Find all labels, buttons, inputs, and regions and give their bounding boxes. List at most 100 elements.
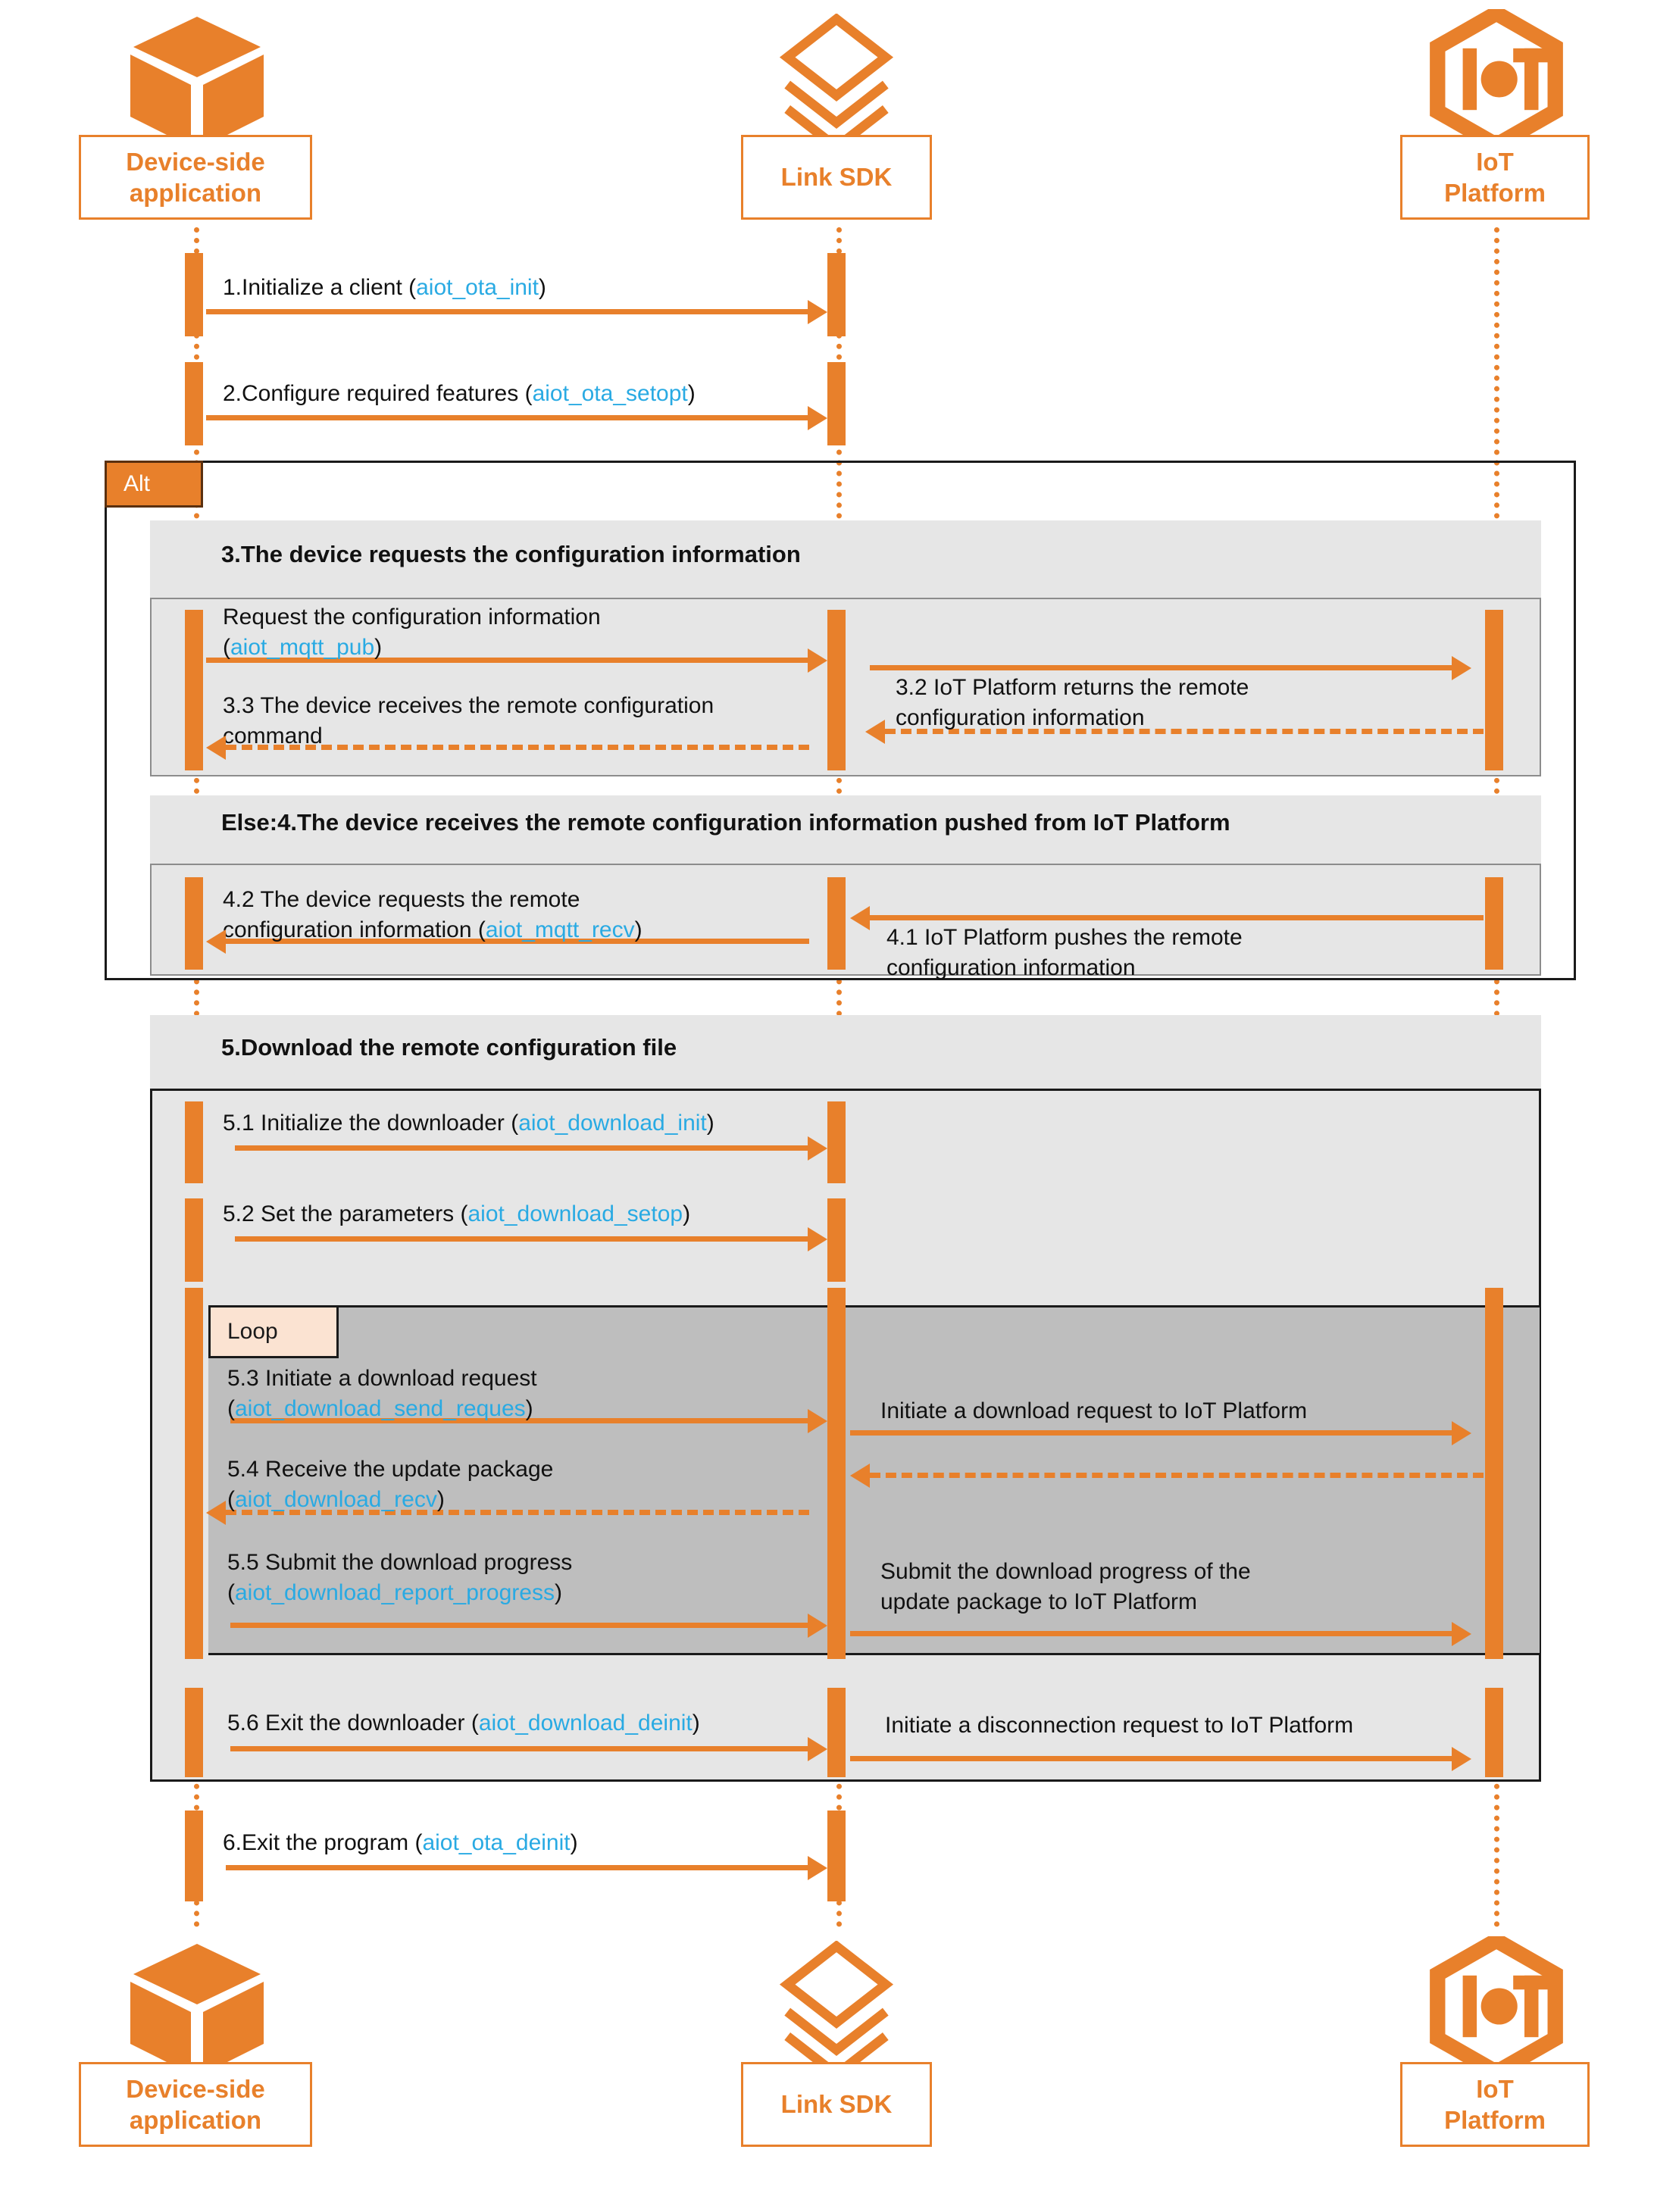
- loop-fragment-label: Loop: [227, 1319, 278, 1344]
- message-5-6-right-arrow: [850, 1756, 1453, 1761]
- iot-hexagon-icon-bottom: [1424, 1931, 1568, 2082]
- message-3-2-line2: configuration information: [896, 705, 1145, 730]
- message-3-1-line1: Request the configuration information: [223, 605, 601, 630]
- cube-icon-bottom: [121, 1941, 273, 2077]
- section-5-title: 5.Download the remote configuration file: [221, 1034, 677, 1061]
- message-5-1-arrowhead: [808, 1136, 827, 1161]
- activation-sdk-5-2: [827, 1198, 846, 1282]
- message-3-2-label: 3.2 IoT Platform returns the remote conf…: [896, 673, 1249, 733]
- message-6-arrowhead: [808, 1856, 827, 1880]
- message-5-4-line1: 5.4 Receive the update package: [227, 1457, 554, 1482]
- message-3-3-label: 3.3 The device receives the remote confi…: [223, 691, 714, 751]
- activation-sdk-loop: [827, 1288, 846, 1659]
- message-5-2-prefix: 5.2 Set the parameters (: [223, 1201, 468, 1226]
- activation-sdk-5-1: [827, 1101, 846, 1183]
- message-4-1-line1: 4.1 IoT Platform pushes the remote: [886, 925, 1243, 950]
- message-3-1-prefix: (: [223, 634, 230, 660]
- message-5-6-right-label: Initiate a disconnection request to IoT …: [885, 1713, 1354, 1738]
- loop-fragment-panel: [208, 1305, 1540, 1655]
- activation-device-5-1: [185, 1101, 203, 1183]
- message-5-4-suffix: ): [436, 1486, 445, 1512]
- activation-device-3: [185, 610, 203, 770]
- message-5-2-arrow: [235, 1236, 809, 1242]
- actor-sdk-label-top: Link SDK: [780, 163, 893, 192]
- message-3-3-line1: 3.3 The device receives the remote confi…: [223, 693, 714, 718]
- activation-platform-5-6: [1485, 1688, 1503, 1777]
- message-5-3-right-arrow: [850, 1430, 1453, 1436]
- message-5-3-right-label: Initiate a download request to IoT Platf…: [880, 1398, 1308, 1423]
- activation-device-2: [185, 362, 203, 445]
- message-3-2-line1: 3.2 IoT Platform returns the remote: [896, 675, 1249, 700]
- alt-fragment-frame: [105, 461, 1576, 980]
- message-5-5-right-line1: Submit the download progress of the: [880, 1559, 1251, 1584]
- message-5-6-label: 5.6 Exit the downloader (aiot_download_d…: [227, 1708, 700, 1739]
- actor-sdk-bottom[interactable]: Link SDK: [741, 2062, 932, 2147]
- message-6-arrow: [226, 1865, 809, 1870]
- message-5-4-label: 5.4 Receive the update package (aiot_dow…: [227, 1454, 553, 1514]
- message-5-5-right-arrow: [850, 1631, 1453, 1636]
- message-6-prefix: 6.Exit the program (: [223, 1830, 423, 1855]
- message-5-3-suffix: ): [525, 1395, 533, 1421]
- message-5-4-arrowhead: [206, 1501, 226, 1525]
- activation-device-6: [185, 1811, 203, 1901]
- message-5-3-arrowhead: [808, 1409, 827, 1433]
- activation-platform-3: [1485, 610, 1503, 770]
- message-5-6-right-arrowhead: [1452, 1747, 1471, 1771]
- message-5-5-right-line2: update package to IoT Platform: [880, 1589, 1198, 1614]
- message-4-1-line2: configuration information: [886, 954, 1136, 980]
- message-5-1-label: 5.1 Initialize the downloader (aiot_down…: [223, 1108, 714, 1139]
- activation-platform-loop: [1485, 1288, 1503, 1659]
- message-2-arrow: [206, 415, 809, 420]
- layers-icon-bottom: [768, 1940, 905, 2081]
- message-2-suffix: ): [687, 381, 696, 406]
- message-2-label: 2.Configure required features (aiot_ota_…: [223, 379, 696, 409]
- message-2-prefix: 2.Configure required features (: [223, 381, 533, 406]
- message-2-arrowhead: [808, 406, 827, 430]
- activation-sdk-1: [827, 253, 846, 336]
- message-5-5-line1: 5.5 Submit the download progress: [227, 1550, 573, 1575]
- actor-sdk-top[interactable]: Link SDK: [741, 135, 932, 220]
- message-5-6-function: aiot_download_deinit: [478, 1711, 693, 1736]
- message-4-2-line1: 4.2 The device requests the remote: [223, 887, 580, 912]
- message-5-1-prefix: 5.1 Initialize the downloader (: [223, 1111, 519, 1136]
- message-3-3-arrowhead: [206, 736, 226, 760]
- message-5-1-suffix: ): [706, 1111, 714, 1136]
- message-4-1-arrow: [870, 915, 1484, 920]
- message-6-function: aiot_ota_deinit: [422, 1830, 571, 1855]
- activation-sdk-4: [827, 877, 846, 970]
- alt-branch-2-header: [150, 795, 1541, 865]
- activation-sdk-5-6: [827, 1688, 846, 1777]
- message-4-2-suffix: ): [634, 917, 643, 942]
- message-5-5-prefix: (: [227, 1579, 235, 1605]
- message-5-6-arrow: [230, 1746, 809, 1751]
- message-3-1b-arrow: [870, 665, 1453, 670]
- message-3-1b-arrowhead: [1452, 656, 1471, 680]
- activation-sdk-6: [827, 1811, 846, 1901]
- alt-branch-2-title: Else:4.The device receives the remote co…: [221, 809, 1230, 836]
- message-5-2-function: aiot_download_setop: [467, 1201, 683, 1226]
- message-4-2-label: 4.2 The device requests the remote confi…: [223, 885, 643, 945]
- activation-device-4: [185, 877, 203, 970]
- message-5-3-prefix: (: [227, 1395, 235, 1421]
- section-5-header: [150, 1015, 1541, 1091]
- message-3-2-arrow: [885, 729, 1484, 734]
- message-3-1-function: aiot_mqtt_pub: [230, 634, 375, 660]
- activation-sdk-2: [827, 362, 846, 445]
- message-5-5-suffix: ): [554, 1579, 562, 1605]
- message-3-3-line2: command: [223, 723, 323, 748]
- message-5-4-prefix: (: [227, 1486, 235, 1512]
- message-4-1-label: 4.1 IoT Platform pushes the remote confi…: [886, 923, 1243, 983]
- activation-sdk-3: [827, 610, 846, 770]
- message-1-arrowhead: [808, 300, 827, 324]
- activation-device-5-2: [185, 1198, 203, 1282]
- message-1-arrow: [206, 309, 809, 314]
- message-5-5-right-arrowhead: [1452, 1622, 1471, 1646]
- message-3-2-arrowhead: [865, 720, 885, 744]
